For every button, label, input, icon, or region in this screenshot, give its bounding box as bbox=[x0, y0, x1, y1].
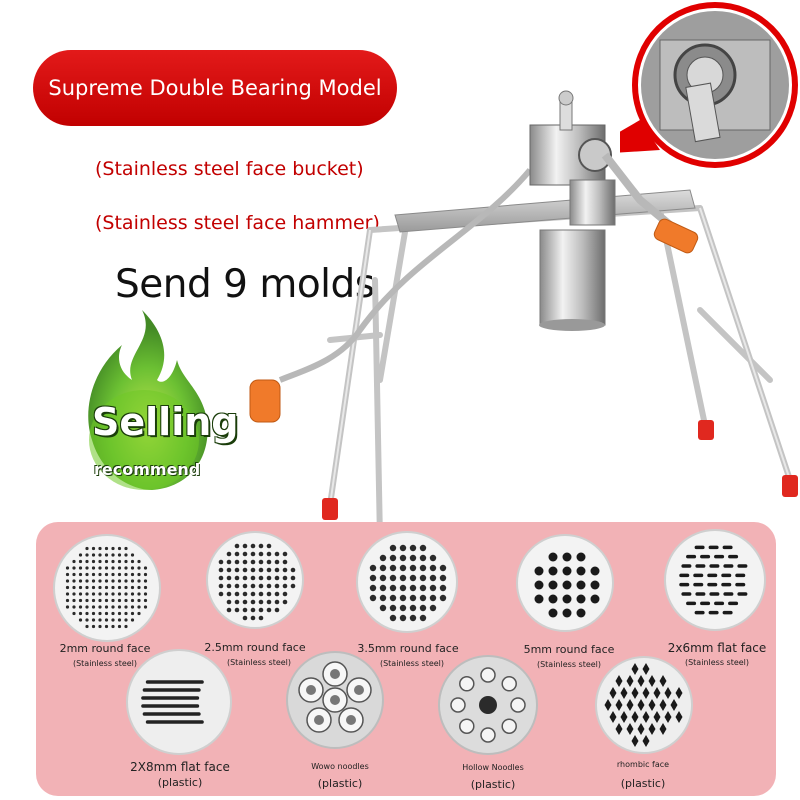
mold-material: (Stainless steel) bbox=[536, 660, 602, 669]
badge-title: Selling bbox=[92, 400, 239, 444]
mold-material: (plastic) bbox=[157, 776, 203, 789]
flame-icon bbox=[88, 310, 208, 490]
badge-subtitle: recommend bbox=[94, 460, 201, 479]
title-banner bbox=[33, 50, 397, 126]
feature-hammer: (Stainless steel face hammer) bbox=[95, 212, 380, 234]
mold-material: (Stainless steel) bbox=[72, 659, 138, 668]
mold-material: (plastic) bbox=[317, 777, 363, 790]
mold-label: rhombic face bbox=[616, 760, 670, 769]
mold-hollow bbox=[438, 655, 538, 755]
noodle-press-machine bbox=[249, 90, 798, 530]
mold-label: 5mm round face bbox=[523, 643, 615, 656]
mold-label: 3.5mm round face bbox=[357, 642, 459, 655]
mold-label: 2X8mm flat face bbox=[130, 760, 230, 774]
mold-label: 2x6mm flat face bbox=[667, 641, 767, 655]
mold-2.5mm-round bbox=[206, 531, 304, 629]
bearing-zoom-icon bbox=[620, 2, 798, 168]
mold-material: (Stainless steel) bbox=[379, 659, 445, 668]
mold-material: (Stainless steel) bbox=[226, 658, 292, 667]
mold-3.5mm-round bbox=[356, 531, 458, 633]
headline: Send 9 molds bbox=[115, 262, 375, 307]
mold-material: (Stainless steel) bbox=[684, 658, 750, 667]
feature-bucket: (Stainless steel face bucket) bbox=[95, 158, 364, 180]
mold-wowo bbox=[286, 651, 384, 749]
mold-label: Hollow Noodles bbox=[462, 763, 524, 772]
mold-material: (plastic) bbox=[470, 778, 516, 791]
mold-label: Wowo noodles bbox=[311, 762, 369, 771]
mold-material: (plastic) bbox=[620, 777, 666, 790]
mold-rhombic bbox=[595, 656, 693, 754]
mold-2mm-round bbox=[53, 534, 161, 642]
mold-5mm-round bbox=[516, 534, 614, 632]
mold-label: 2mm round face bbox=[59, 642, 151, 655]
banner-title: Supreme Double Bearing Model bbox=[48, 76, 382, 100]
mold-label: 2.5mm round face bbox=[204, 641, 306, 654]
mold-2x6mm-flat bbox=[664, 529, 766, 631]
mold-2x8mm-flat bbox=[126, 649, 232, 755]
